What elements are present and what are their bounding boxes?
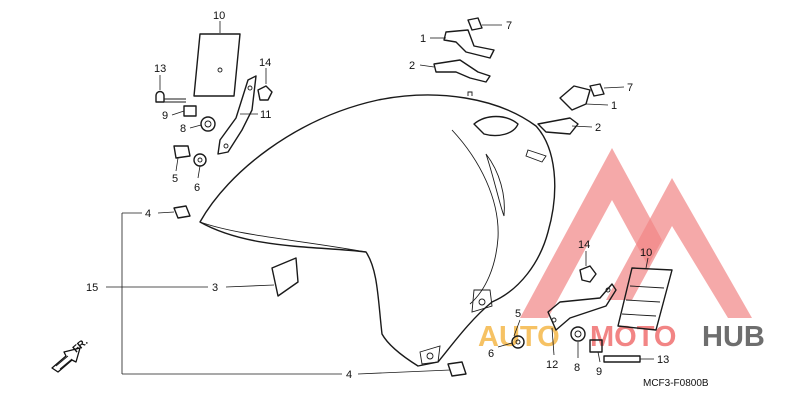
- callout-5-right: 5: [515, 308, 521, 320]
- front-label: FR.: [71, 336, 91, 355]
- callout-9-right: 9: [596, 366, 602, 378]
- upper-clamp-1: [443, 29, 495, 59]
- callout-14-left: 14: [259, 57, 271, 69]
- callout-7-right: 7: [627, 82, 633, 94]
- front-direction-indicator: FR.: [51, 336, 91, 373]
- callout-6-right: 6: [488, 348, 494, 360]
- left-nut-14: [257, 85, 273, 101]
- front-arrow-icon: [51, 347, 81, 373]
- callout-10-right: 10: [640, 247, 652, 259]
- left-bolt-4: [173, 205, 191, 219]
- watermark-word-part2: MOTO: [590, 321, 676, 353]
- right-washer-6: [511, 335, 525, 349]
- watermark: AUTO MOTO HUB: [478, 148, 765, 353]
- callout-4-left: 4: [145, 208, 151, 220]
- left-reflector: [193, 33, 241, 97]
- right-nut-14: [579, 265, 597, 283]
- callout-1-upper: 1: [420, 33, 426, 45]
- right-grommet-8: [570, 326, 586, 342]
- callout-2-right: 2: [595, 122, 601, 134]
- left-stay-11: [217, 75, 257, 155]
- right-reflector: [617, 267, 673, 331]
- left-bolt-13: [155, 90, 186, 103]
- right-clamp-1: [559, 85, 591, 111]
- callout-7-upper: 7: [506, 20, 512, 32]
- upper-stay-2: [433, 59, 491, 83]
- upper-clip-7: [467, 17, 483, 31]
- right-bolt-13: [603, 355, 641, 363]
- watermark-triangle-right: [606, 178, 752, 318]
- callout-6-left: 6: [194, 182, 200, 194]
- leader-lines: [106, 21, 654, 375]
- lower-bolt-4: [447, 361, 467, 377]
- callout-2-upper: 2: [409, 60, 415, 72]
- callout-11: 11: [260, 109, 271, 121]
- left-washer-6: [193, 153, 207, 167]
- callout-numbers: 10 13 14 9 11 8 5 6 4 15 3 4 1 7 2 7 1 2…: [86, 10, 669, 381]
- left-grommet-8: [200, 116, 216, 132]
- callout-4-bottom: 4: [346, 369, 352, 381]
- front-fender: [199, 91, 556, 367]
- right-clip-7: [589, 83, 605, 97]
- callout-5-left: 5: [172, 173, 178, 185]
- callout-8-right: 8: [574, 362, 580, 374]
- callout-8-left: 8: [180, 123, 186, 135]
- callout-1-right: 1: [611, 100, 617, 112]
- right-collar-9: [589, 339, 603, 353]
- diagram-code: MCF3-F0800B: [643, 378, 709, 389]
- watermark-triangle-left: [520, 148, 662, 318]
- left-bolt-5: [173, 145, 191, 159]
- callout-13-right: 13: [657, 354, 669, 366]
- right-stay-12: [547, 283, 617, 331]
- watermark-word-part3: HUB: [702, 321, 765, 353]
- callout-13-left: 13: [154, 63, 166, 75]
- callout-12: 12: [546, 359, 558, 371]
- left-collar-9: [183, 105, 197, 117]
- callout-14-right: 14: [578, 239, 590, 251]
- callout-9-left: 9: [162, 110, 168, 122]
- right-stay-2: [537, 117, 579, 135]
- callout-3: 3: [212, 282, 218, 294]
- callout-10-left: 10: [213, 10, 225, 22]
- callout-15: 15: [86, 282, 98, 294]
